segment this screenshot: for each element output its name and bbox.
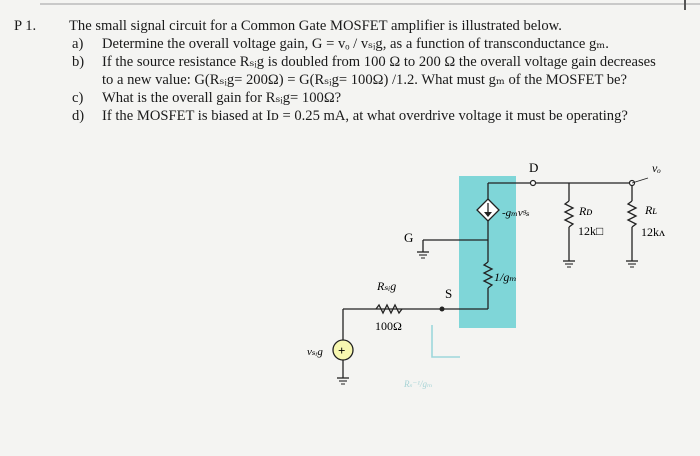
question-label: c) xyxy=(72,90,84,106)
node-d-label: D xyxy=(529,160,538,175)
question-b: b) If the source resistance Rₛᵢg is doub… xyxy=(14,53,698,71)
problem-number: P 1. xyxy=(14,18,37,34)
question-text: If the MOSFET is biased at Iᴅ = 0.25 mA,… xyxy=(102,108,628,124)
handwritten-note: Rₛ⁻¹/gₘ xyxy=(403,379,433,389)
rd-label: Rᴅ xyxy=(578,204,592,218)
current-source-label: -gₘvᵍₛ xyxy=(502,207,530,219)
rd-value: 12k□ xyxy=(578,224,603,238)
problem-intro-row: P 1. The small signal circuit for a Comm… xyxy=(14,17,698,35)
question-b-continued: to a new value: G(Rₛᵢg= 200Ω) = G(Rₛᵢg= … xyxy=(14,71,698,89)
source-node xyxy=(439,306,445,312)
vo-pointer xyxy=(631,177,649,184)
question-text: to a new value: G(Rₛᵢg= 200Ω) = G(Rₛᵢg= … xyxy=(102,72,627,88)
question-text: Determine the overall voltage gain, G = … xyxy=(102,36,609,52)
node-s-label: S xyxy=(445,286,452,301)
page-corner-mark xyxy=(684,0,686,10)
drain-node xyxy=(529,179,537,187)
inv-gm-resistor xyxy=(482,261,494,289)
rsig-value: 100Ω xyxy=(375,319,402,333)
rsig-resistor xyxy=(375,303,403,315)
rd-resistor xyxy=(563,200,575,228)
handwritten-mark xyxy=(431,325,460,358)
vo-label: vₒ xyxy=(652,161,661,175)
arrow-head-icon xyxy=(484,212,492,217)
top-rule xyxy=(40,3,700,5)
question-a: a) Determine the overall voltage gain, G… xyxy=(14,35,698,53)
question-d: d) If the MOSFET is biased at Iᴅ = 0.25 … xyxy=(14,107,698,125)
question-text: What is the overall gain for Rₛᵢg= 100Ω? xyxy=(102,90,342,106)
question-label: d) xyxy=(72,108,85,124)
question-label: b) xyxy=(72,54,85,70)
inv-gm-label: 1/gₘ xyxy=(494,270,517,284)
question-label: a) xyxy=(72,36,84,52)
problem-intro: The small signal circuit for a Common Ga… xyxy=(69,18,562,34)
rl-value: 12kʌ xyxy=(641,225,665,239)
node-g-label: G xyxy=(404,230,413,245)
rl-resistor xyxy=(626,200,638,228)
rl-label: Rʟ xyxy=(644,203,657,217)
vsig-label: vₛᵢg xyxy=(307,346,323,358)
question-text: If the source resistance Rₛᵢg is doubled… xyxy=(102,54,656,70)
rsig-label: Rₛᵢg xyxy=(376,279,396,293)
problem-statement: P 1. The small signal circuit for a Comm… xyxy=(14,17,698,125)
question-c: c) What is the overall gain for Rₛᵢg= 10… xyxy=(14,89,698,107)
vsig-plus: + xyxy=(338,343,345,358)
